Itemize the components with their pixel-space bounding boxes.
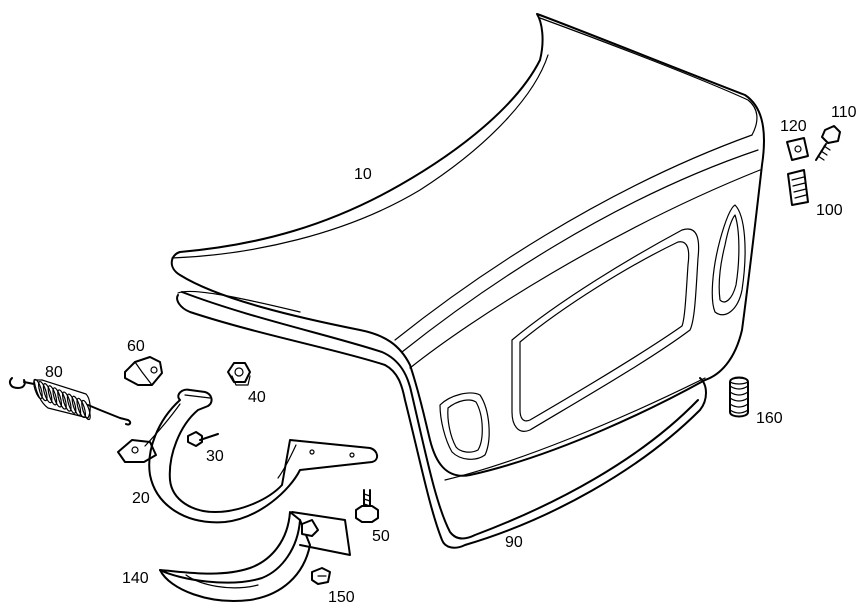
spring-coil <box>61 391 72 412</box>
callout-80: 80 <box>45 364 63 381</box>
spring-coil <box>52 387 63 408</box>
bolt-part <box>355 489 379 523</box>
grille-clip-part <box>787 169 809 206</box>
spring-coil <box>66 393 77 414</box>
hinge-part <box>117 388 378 524</box>
nut-part <box>227 362 251 386</box>
speed-nut-part <box>786 137 809 161</box>
callout-90: 90 <box>505 534 523 551</box>
callout-120: 120 <box>780 118 807 135</box>
spring-coil <box>47 385 58 406</box>
spring-part <box>9 377 132 426</box>
callout-30: 30 <box>206 448 224 465</box>
screw-part <box>187 431 219 447</box>
callout-150: 150 <box>328 589 355 606</box>
callout-40: 40 <box>248 389 266 406</box>
callout-10: 10 <box>354 166 372 183</box>
callout-100: 100 <box>816 202 843 219</box>
callout-140: 140 <box>122 570 149 587</box>
callout-160: 160 <box>756 410 783 427</box>
spring-coil <box>81 399 91 421</box>
callout-110: 110 <box>831 104 857 121</box>
callout-50: 50 <box>372 528 390 545</box>
spring-coil <box>42 383 53 404</box>
callout-labels: 10 20 30 40 50 60 80 90 100 110 120 140 … <box>45 104 857 606</box>
trunk-lid <box>170 13 766 481</box>
spring-coil <box>57 389 67 410</box>
bracket-part <box>124 356 163 386</box>
cover-part <box>159 511 351 602</box>
bumper-part <box>729 376 749 418</box>
callout-20: 20 <box>132 490 150 507</box>
callout-60: 60 <box>127 338 145 355</box>
trunk-seal <box>176 290 707 549</box>
bolt-110-part <box>815 125 841 161</box>
clip-part <box>311 567 331 585</box>
spring-coil <box>37 380 48 402</box>
